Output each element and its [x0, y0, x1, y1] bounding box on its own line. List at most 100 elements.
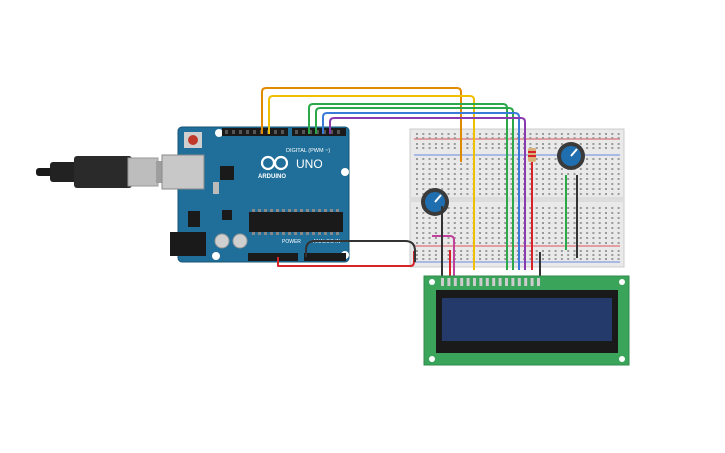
potentiometer-right[interactable] [557, 142, 585, 170]
breadboard-hole [554, 250, 557, 252]
breadboard-hole [573, 222, 576, 224]
breadboard-hole [479, 183, 481, 185]
breadboard-hole [504, 207, 507, 209]
breadboard-hole [479, 173, 481, 175]
breadboard-hole [542, 158, 544, 160]
wire-orange [261, 87, 462, 162]
breadboard-hole [605, 188, 607, 190]
breadboard-hole [479, 232, 481, 234]
breadboard-hole [485, 217, 488, 219]
lcd-pin-header [441, 278, 540, 286]
breadboard-hole [497, 163, 500, 165]
lcd-pin [447, 278, 451, 286]
breadboard-hole [535, 254, 538, 256]
breadboard-hole [605, 163, 607, 165]
lcd-pin [505, 278, 508, 286]
arduino-uno-board[interactable]: DIGITAL (PWM ~) ARDUINO UNO [161, 126, 350, 263]
breadboard-hole [598, 133, 601, 135]
breadboard-hole [586, 147, 589, 149]
breadboard-hole [516, 193, 519, 195]
breadboard-hole [560, 227, 563, 229]
breadboard-hole [611, 183, 614, 185]
breadboard-hole [567, 222, 570, 224]
breadboard-hole [598, 242, 601, 244]
breadboard-hole [554, 143, 557, 145]
breadboard-hole [529, 232, 532, 234]
breadboard-hole [434, 137, 437, 139]
breadboard-hole [554, 173, 557, 175]
breadboard-hole [586, 250, 589, 252]
breadboard-hole [617, 254, 620, 256]
breadboard-hole [516, 232, 519, 234]
breadboard-hole [586, 242, 589, 244]
breadboard-hole [485, 178, 488, 180]
breadboard-hole [434, 232, 437, 234]
breadboard-hole [497, 143, 500, 145]
breadboard-hole [497, 242, 500, 244]
breadboard-hole [453, 217, 456, 219]
breadboard-hole [466, 178, 469, 180]
breadboard-hole [548, 242, 551, 244]
potentiometer-left[interactable] [421, 188, 449, 216]
breadboard-hole [460, 212, 463, 214]
breadboard-hole [611, 242, 614, 244]
breadboard-hole [542, 237, 544, 239]
breadboard-hole [617, 163, 620, 165]
breadboard-hole [491, 183, 494, 185]
breadboard-hole [422, 232, 425, 234]
breadboard-hole [428, 242, 431, 244]
lcd-16x2-module[interactable] [423, 275, 630, 366]
resistor[interactable] [528, 148, 536, 162]
breadboard-hole [516, 158, 519, 160]
breadboard-hole [542, 178, 544, 180]
breadboard-hole [485, 173, 488, 175]
breadboard-hole [510, 250, 513, 252]
atmega-chip [249, 212, 343, 232]
breadboard-hole [491, 207, 494, 209]
breadboard-hole [617, 242, 620, 244]
breadboard-hole [535, 193, 538, 195]
breadboard-hole [605, 227, 607, 229]
breadboard-hole [542, 168, 544, 170]
breadboard-hole [504, 137, 507, 139]
breadboard-hole [510, 133, 513, 135]
breadboard-hole [535, 250, 538, 252]
breadboard-hole [422, 237, 425, 239]
breadboard-hole [560, 242, 563, 244]
breadboard-hole [554, 237, 557, 239]
breadboard-hole [491, 133, 494, 135]
breadboard-hole [453, 137, 456, 139]
breadboard-hole [598, 250, 601, 252]
breadboard-hole [605, 222, 607, 224]
breadboard-hole [479, 212, 481, 214]
breadboard-hole [598, 222, 601, 224]
breadboard-hole [573, 137, 576, 139]
breadboard-hole [598, 168, 601, 170]
breadboard-hole [548, 147, 551, 149]
breadboard-hole [605, 137, 607, 139]
breadboard-hole [617, 207, 620, 209]
breadboard-hole [428, 133, 431, 135]
breadboard-hole [497, 222, 500, 224]
breadboard-hole [416, 147, 418, 149]
breadboard-hole [579, 173, 582, 175]
breadboard-hole [560, 217, 563, 219]
breadboard-hole [579, 237, 582, 239]
breadboard-hole [548, 173, 551, 175]
breadboard-hole [504, 173, 507, 175]
breadboard-hole [579, 250, 582, 252]
breadboard-hole [466, 133, 469, 135]
breadboard-hole [510, 158, 513, 160]
breadboard-hole [567, 183, 570, 185]
breadboard-hole [535, 188, 538, 190]
breadboard-hole [441, 137, 444, 139]
lcd-pin [485, 278, 489, 286]
breadboard-hole [554, 222, 557, 224]
breadboard-hole [592, 250, 595, 252]
breadboard-hole [573, 258, 576, 260]
breadboard-hole [605, 183, 607, 185]
breadboard-hole [573, 193, 576, 195]
breadboard-hole [422, 158, 425, 160]
breadboard-hole [422, 222, 425, 224]
breadboard-hole [428, 217, 431, 219]
